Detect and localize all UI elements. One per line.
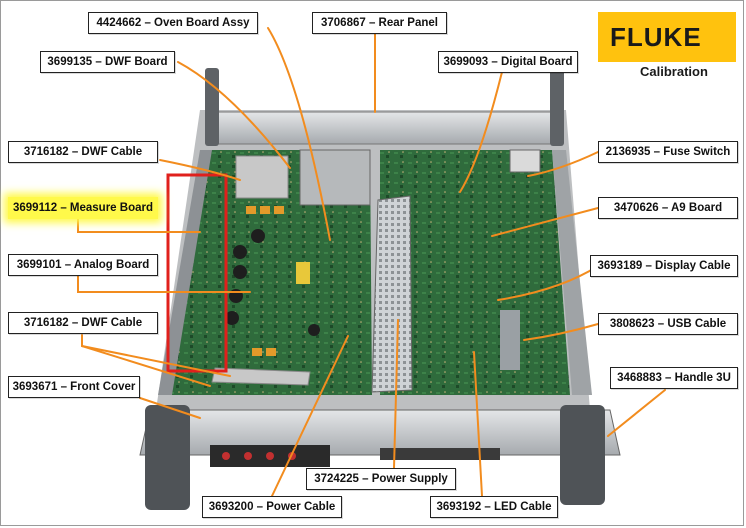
label-oven-board: 4424662 – Oven Board Assy: [88, 12, 258, 34]
oven-lid: [299, 149, 371, 206]
right-rail: [552, 150, 592, 395]
leader-analog-board: [77, 275, 251, 293]
label-handle: 3468883 – Handle 3U: [610, 367, 738, 389]
leader-dwf-board: [177, 61, 291, 169]
leader-usb-cable: [523, 323, 599, 341]
front-cover: [139, 409, 621, 456]
relays: [246, 206, 284, 356]
label-power-supply: 3724225 – Power Supply: [306, 468, 456, 490]
leader-power-supply: [393, 319, 399, 469]
label-rear-panel: 3706867 – Rear Panel: [312, 12, 447, 34]
leader-front-cover: [139, 397, 201, 419]
usb-connector: [500, 310, 520, 370]
leader-dwf-cable-bottom-b: [81, 345, 211, 387]
rear-handle-right: [550, 68, 564, 146]
logo-brand: FLUKE: [610, 22, 702, 52]
label-display-cable: 3693189 – Display Cable: [590, 255, 738, 277]
power-supply-cage: [371, 195, 413, 393]
leader-a9-board: [491, 207, 599, 237]
leader-measure-board: [77, 217, 201, 233]
left-rail: [158, 150, 212, 395]
label-fuse-switch: 2136935 – Fuse Switch: [598, 141, 738, 163]
ribbon-cable-top: [235, 155, 289, 199]
label-a9-board: 3470626 – A9 Board: [598, 197, 738, 219]
label-analog-board: 3699101 – Analog Board: [8, 254, 158, 276]
leader-digital-board: [459, 71, 503, 193]
leader-dwf-cable-top: [159, 159, 241, 181]
rear-panel-plate: [206, 111, 560, 145]
yellow-capacitor: [296, 262, 310, 284]
rear-handle-left: [205, 68, 219, 146]
logo-subtitle: Calibration: [640, 64, 708, 79]
front-handle-left: [145, 405, 190, 510]
left-pcb: [168, 150, 372, 395]
measure-board-outline: [166, 173, 228, 373]
leader-fuse-switch: [527, 151, 599, 177]
label-dwf-cable-top: 3716182 – DWF Cable: [8, 141, 158, 163]
logo-background: [598, 12, 736, 62]
leader-oven-board: [267, 27, 331, 241]
label-dwf-board: 3699135 – DWF Board: [40, 51, 175, 73]
label-measure-board: 3699112 – Measure Board: [8, 197, 158, 219]
leader-led-cable: [473, 351, 483, 497]
label-front-cover: 3693671 – Front Cover: [8, 376, 140, 398]
leader-lines: [77, 27, 666, 497]
leader-display-cable: [497, 265, 599, 301]
leader-power-cable: [271, 335, 349, 497]
front-slot: [380, 448, 500, 460]
label-dwf-cable-bottom: 3716182 – DWF Cable: [8, 312, 158, 334]
right-pcb: [380, 150, 570, 395]
fluke-logo: FLUKE Calibration: [598, 12, 736, 80]
fuse-switch-part: [509, 149, 541, 173]
label-digital-board: 3699093 – Digital Board: [438, 51, 578, 73]
label-power-cable: 3693200 – Power Cable: [202, 496, 342, 518]
front-handle-right: [560, 405, 605, 505]
leader-handle: [607, 389, 666, 437]
label-led-cable: 3693192 – LED Cable: [430, 496, 558, 518]
label-usb-cable: 3808623 – USB Cable: [598, 313, 738, 335]
ribbon-cable-bottom: [211, 367, 311, 386]
